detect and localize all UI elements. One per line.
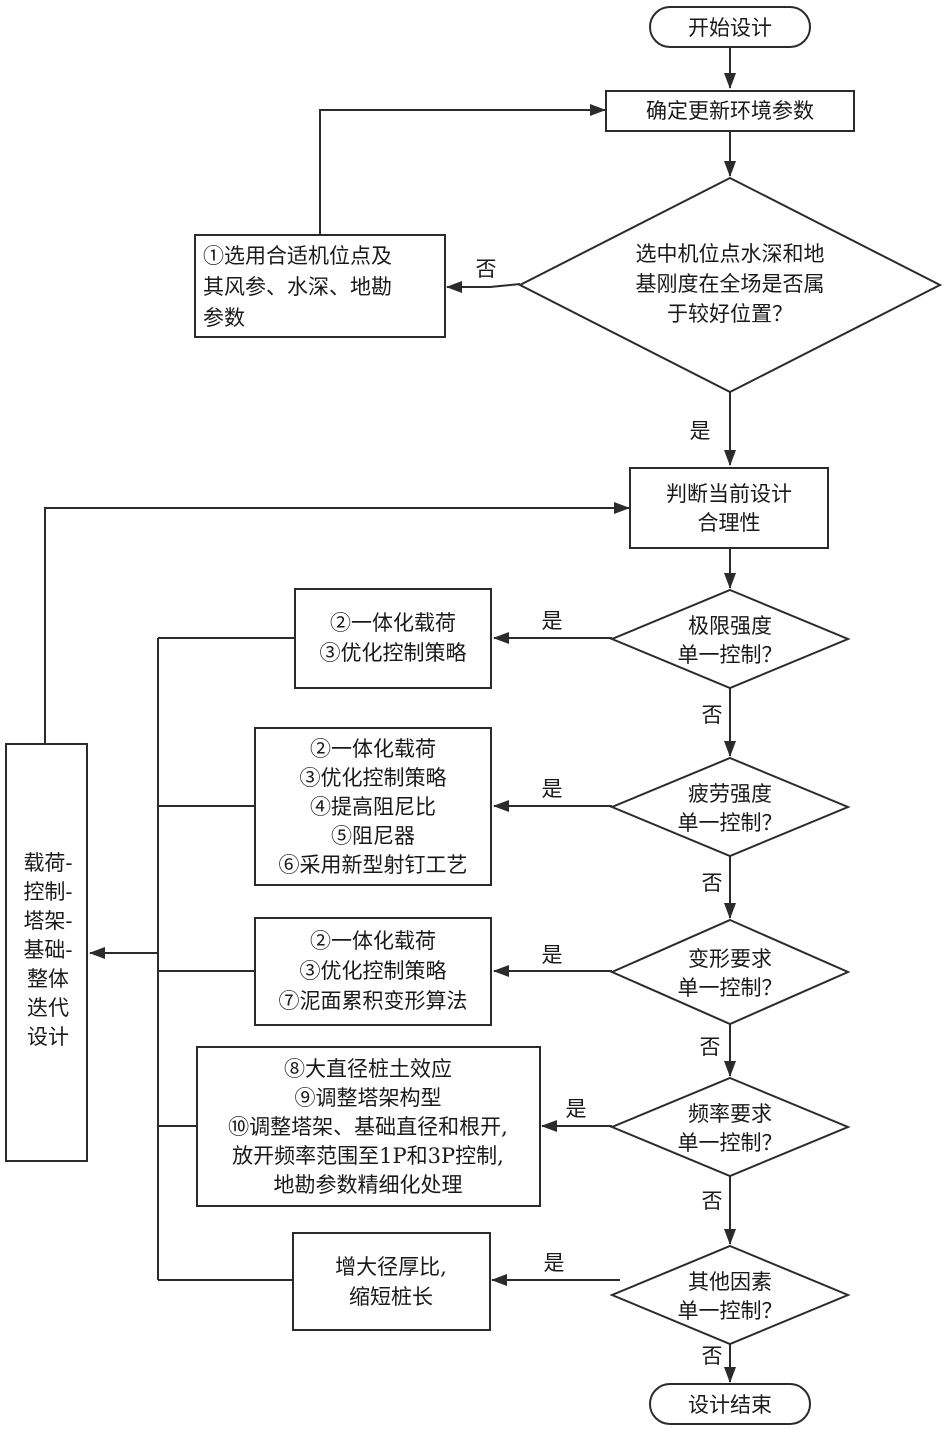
actions-frequency-line-1: ⑧大直径桩土效应	[284, 1057, 452, 1081]
yes-label-other: 是	[544, 1251, 565, 1275]
actions-frequency-line-5: 地勘参数精细化处理	[274, 1173, 463, 1197]
actions-fatigue-line-4: ⑤阻尼器	[331, 824, 415, 848]
actions-deformation-line-3: ⑦泥面累积变形算法	[279, 989, 468, 1013]
site-decision-line-3: 于较好位置？	[667, 302, 793, 326]
check-fatigue-line-2: 单一控制？	[678, 811, 783, 835]
iteration-box	[5, 743, 88, 1162]
actions-frequency-line-3: ⑩调整塔架、基础直径和根开,	[228, 1115, 508, 1139]
arrow-iteration-loop	[44, 502, 630, 744]
start-terminal	[649, 6, 811, 48]
actions-ultimate-box	[294, 588, 492, 689]
no-label-ultimate: 否	[702, 703, 723, 727]
iteration-line-1: 载荷-	[23, 851, 72, 875]
site-decision-line-2: 基刚度在全场是否属	[636, 272, 825, 296]
check-deformation-line-1: 变形要求	[688, 947, 772, 971]
check-other-diamond	[609, 1244, 851, 1346]
yes-label-deformation: 是	[542, 943, 563, 967]
actions-deformation-line-1: ②一体化载荷	[310, 929, 436, 953]
yes-label-site: 是	[690, 419, 711, 443]
iteration-line-3: 塔架-	[23, 909, 72, 933]
check-deformation-diamond	[609, 918, 851, 1026]
actions-other-line-2: 缩短桩长	[349, 1285, 433, 1309]
actions-frequency-line-2: ⑨调整塔架构型	[295, 1086, 442, 1110]
actions-ultimate-line-1: ②一体化载荷	[330, 611, 456, 635]
actions-other-line-1: 增大径厚比,	[335, 1255, 447, 1279]
iteration-line-5: 整体	[27, 967, 69, 991]
check-ultimate-line-1: 极限强度	[688, 614, 772, 638]
actions-fatigue-line-3: ④提高阻尼比	[310, 795, 436, 819]
check-deformation-line-2: 单一控制？	[678, 976, 783, 1000]
site-select-box	[194, 234, 446, 338]
actions-fatigue-box	[254, 727, 492, 886]
yes-label-ultimate: 是	[542, 609, 563, 633]
site-select-line-2: 其风参、水深、地勘	[203, 275, 392, 299]
check-ultimate-line-2: 单一控制？	[678, 643, 783, 667]
check-other-line-2: 单一控制？	[678, 1299, 783, 1323]
end-label: 设计结束	[688, 1393, 772, 1417]
check-other-line-1: 其他因素	[688, 1270, 772, 1294]
actions-fatigue-line-2: ③优化控制策略	[300, 766, 447, 790]
start-label: 开始设计	[688, 16, 772, 40]
check-frequency-line-2: 单一控制？	[678, 1131, 783, 1155]
judge-box	[629, 467, 829, 549]
actions-deformation-line-2: ③优化控制策略	[300, 959, 447, 983]
no-label-fatigue: 否	[702, 871, 723, 895]
yes-label-frequency: 是	[566, 1097, 587, 1121]
iteration-line-6: 迭代	[27, 996, 69, 1020]
site-select-line-3: 参数	[203, 306, 245, 330]
arrow-decision-no	[446, 281, 521, 293]
yes-label-fatigue: 是	[542, 777, 563, 801]
check-fatigue-diamond	[609, 756, 851, 858]
iteration-line-4: 基础-	[23, 938, 72, 962]
no-label-deformation: 否	[700, 1035, 721, 1059]
check-fatigue-line-1: 疲劳强度	[688, 782, 772, 806]
actions-deformation-box	[254, 917, 492, 1026]
actions-frequency-box	[196, 1046, 541, 1207]
no-label-site: 否	[476, 257, 497, 281]
actions-frequency-line-4: 放开频率范围至1P和3P控制,	[232, 1144, 504, 1168]
check-ultimate-diamond	[609, 588, 851, 690]
actions-ultimate-line-2: ③优化控制策略	[320, 641, 467, 665]
no-label-other: 否	[702, 1344, 723, 1368]
judge-line-1: 判断当前设计	[666, 482, 792, 506]
no-label-frequency: 否	[702, 1189, 723, 1213]
update-env-box	[605, 90, 855, 132]
check-frequency-line-1: 频率要求	[688, 1102, 772, 1126]
actions-fatigue-line-1: ②一体化载荷	[310, 737, 436, 761]
site-decision-line-1: 选中机位点水深和地	[636, 242, 825, 266]
judge-line-2: 合理性	[698, 511, 761, 535]
site-decision-diamond	[517, 176, 943, 394]
check-frequency-diamond	[609, 1076, 851, 1178]
actions-other-box	[292, 1232, 491, 1331]
iteration-line-7: 设计	[27, 1025, 69, 1049]
actions-fatigue-line-5: ⑥采用新型射钉工艺	[279, 853, 468, 877]
arrow-site-loop	[319, 104, 606, 234]
end-terminal	[649, 1383, 811, 1425]
site-select-line-1: ①选用合适机位点及	[203, 244, 392, 268]
iteration-line-2: 控制-	[23, 880, 72, 904]
update-env-label: 确定更新环境参数	[646, 99, 814, 123]
